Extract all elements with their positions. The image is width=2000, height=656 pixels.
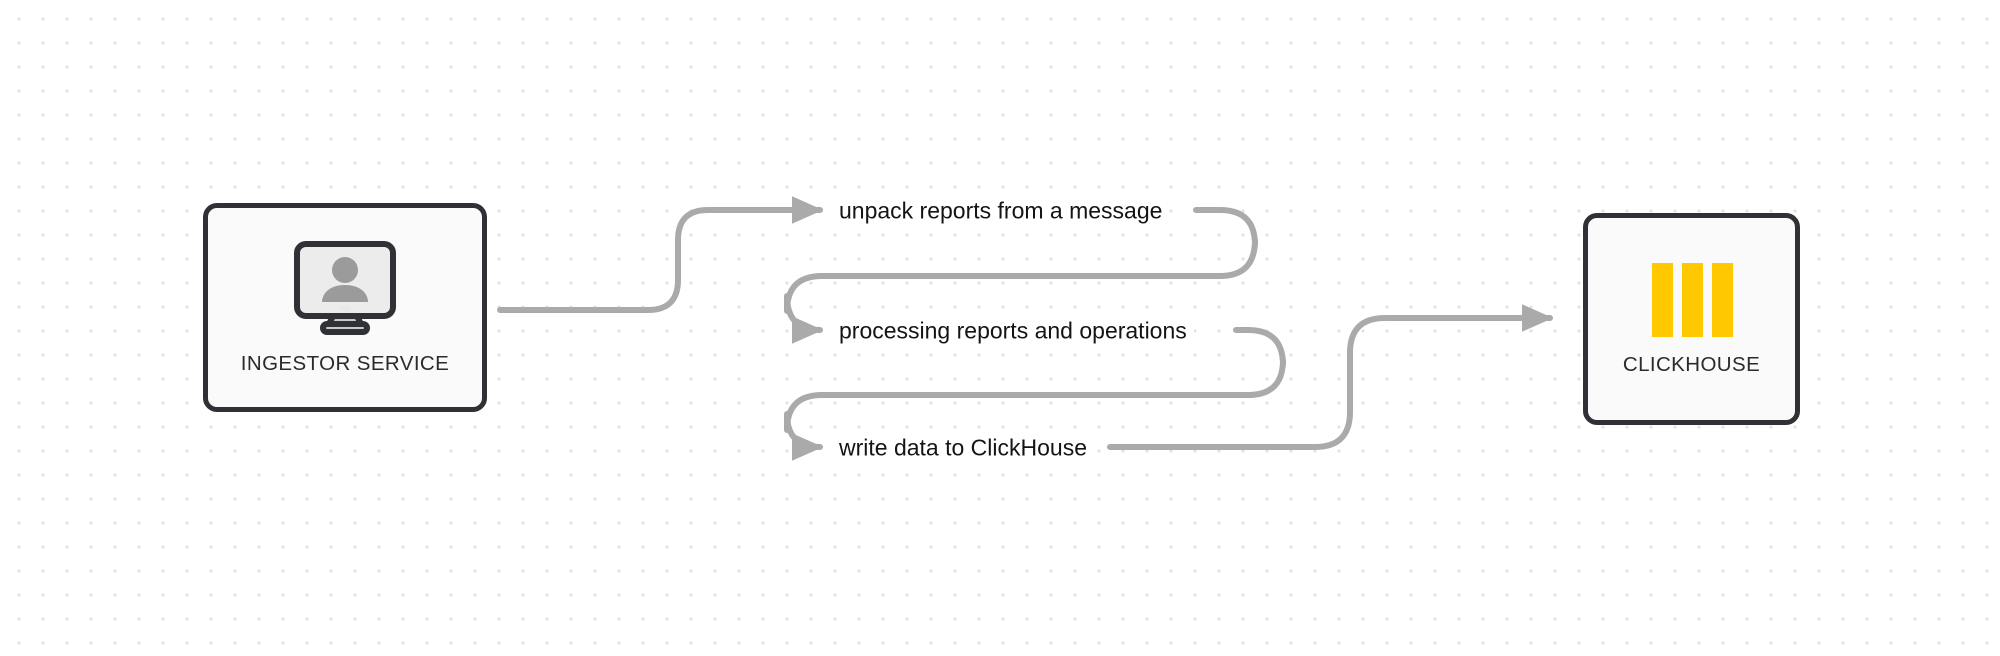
clickhouse-bars-icon (1646, 261, 1738, 339)
edge-label-processing: processing reports and operations (832, 319, 1194, 343)
connector-write-to-clickhouse (1107, 304, 1554, 450)
edge-label-write: write data to ClickHouse (832, 436, 1094, 460)
node-ingestor-service-label: INGESTOR SERVICE (240, 351, 450, 375)
connector-ingestor-to-unpack (497, 196, 824, 313)
edge-label-unpack: unpack reports from a message (832, 199, 1170, 223)
monitor-user-icon (293, 240, 397, 336)
connector-processing-to-write (784, 327, 1286, 461)
node-clickhouse-label: CLICKHOUSE (1622, 353, 1761, 376)
connector-unpack-to-processing (784, 207, 1258, 344)
node-clickhouse[interactable]: CLICKHOUSE (1583, 213, 1800, 425)
node-ingestor-service[interactable]: INGESTOR SERVICE (203, 203, 487, 412)
